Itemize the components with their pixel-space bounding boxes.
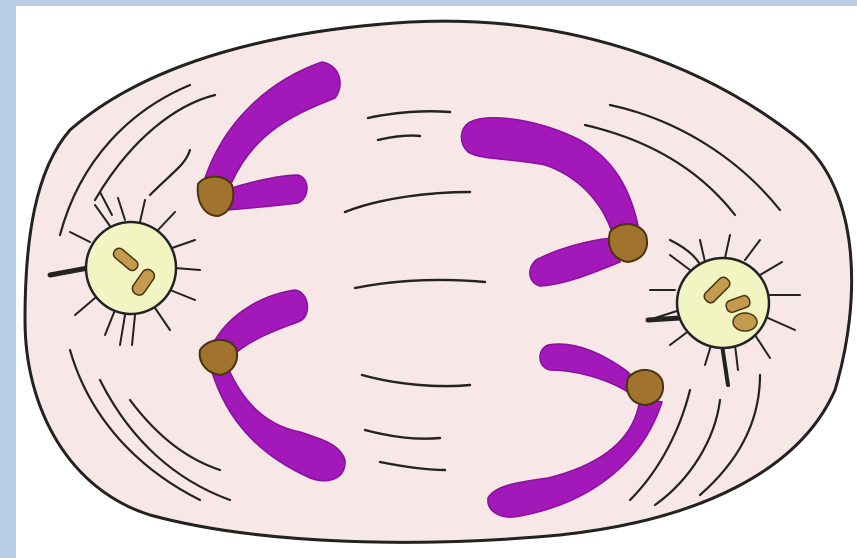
- centromere-icon: [609, 224, 647, 262]
- aster-ray-thick: [648, 318, 680, 320]
- centriole-icon: [733, 313, 757, 331]
- centromere-icon: [627, 370, 663, 405]
- centrosome-body: [677, 258, 769, 348]
